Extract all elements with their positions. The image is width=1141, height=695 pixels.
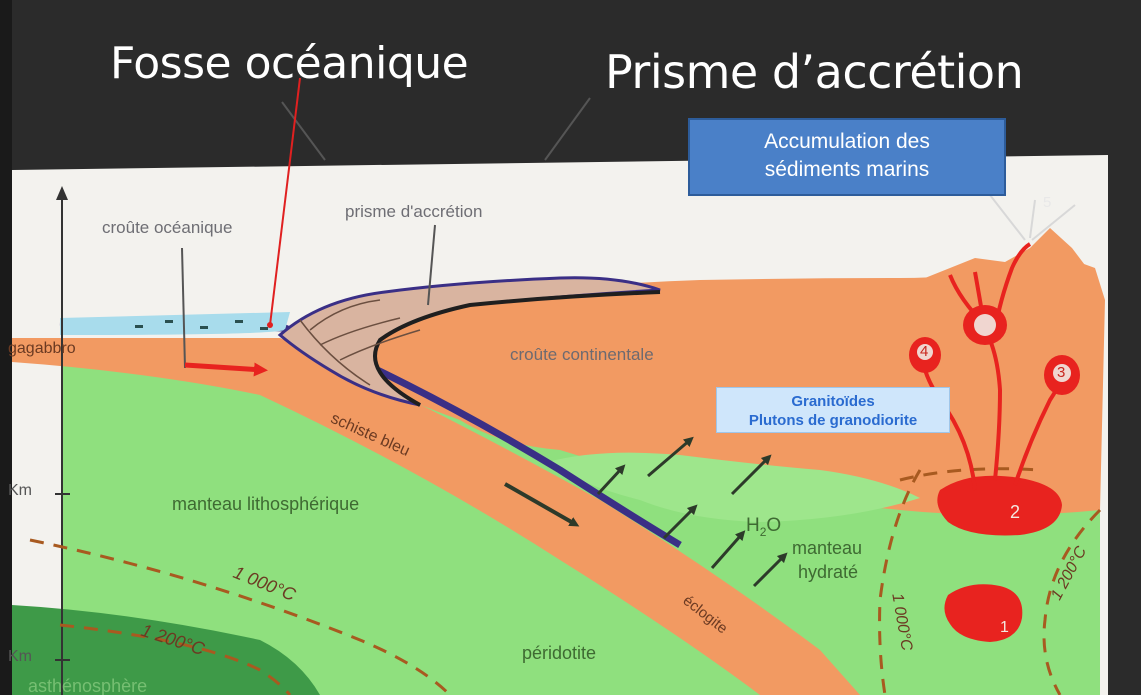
water-h: H: [746, 515, 760, 536]
label-peridotite: péridotite: [522, 643, 597, 663]
label-accretion-prism: prisme d'accrétion: [345, 202, 483, 221]
isotherm-1200-left: [59, 623, 292, 695]
magma-number-4: 4: [920, 343, 929, 360]
title-oceanic-trench: Fosse océanique: [110, 38, 469, 89]
label-continental-crust: croûte continentale: [510, 345, 654, 364]
label-h2o: H2O: [746, 515, 781, 539]
granitoids-line-1: Granitoïdes: [791, 393, 875, 410]
hydrated-mantle-lobe: [548, 452, 920, 522]
oceanic-water: [60, 312, 290, 335]
fluid-arrows: [596, 436, 788, 588]
continental-crust: [290, 248, 1105, 515]
slab-orange: [12, 338, 860, 695]
axis-km-lower: Km: [8, 648, 32, 665]
isotherm-right-1000: [878, 469, 922, 695]
water-o: O: [766, 515, 782, 536]
granitoids-callout: Granitoïdes Plutons de granodiorite: [716, 387, 950, 433]
red-pointer-dot: [267, 322, 273, 328]
magma-blob-1: [944, 584, 1023, 642]
prism-fractures: [299, 299, 421, 386]
axis-km-upper: Km: [8, 482, 32, 499]
label-metagabbro: gagabbro: [8, 340, 76, 357]
red-slab-arrow: [184, 362, 268, 377]
magma: [909, 194, 1080, 642]
isotherm-1000-left: [29, 538, 452, 695]
accumulation-callout: Accumulation des sédiments marins: [688, 118, 1006, 196]
isotherm-right-1200: [1042, 508, 1102, 695]
water-sub: 2: [759, 524, 767, 539]
continental-front-edge: [373, 290, 661, 407]
magma-number-3: 3: [1057, 364, 1066, 381]
slab-motion-arrow: [504, 482, 580, 527]
accumulation-line-2: sédiments marins: [764, 158, 930, 181]
left-dark-edge: [0, 0, 12, 695]
leader-lines: [181, 97, 591, 369]
label-hydrated-mantle-2: hydraté: [798, 562, 859, 582]
magma-number-2: 2: [1010, 502, 1021, 522]
volcano: [920, 228, 1100, 300]
label-lithospheric-mantle: manteau lithosphérique: [172, 494, 360, 514]
label-asthenosphere: asthénosphère: [28, 676, 148, 695]
volcano-number-5: 5: [1043, 194, 1052, 211]
accumulation-line-1: Accumulation des: [764, 130, 930, 153]
axis-arrowhead: [56, 186, 68, 200]
title-accretion-prism: Prisme d’accrétion: [605, 45, 1024, 99]
granitoids-line-2: Plutons de granodiorite: [748, 412, 918, 429]
magma-number-1: 1: [1000, 619, 1009, 636]
magma-chamber-2: [937, 475, 1062, 536]
label-oceanic-crust: croûte océanique: [102, 218, 233, 237]
sediment-dots: [135, 320, 268, 330]
label-hydrated-mantle-1: manteau: [792, 538, 863, 558]
red-pointer-line: [269, 77, 301, 326]
